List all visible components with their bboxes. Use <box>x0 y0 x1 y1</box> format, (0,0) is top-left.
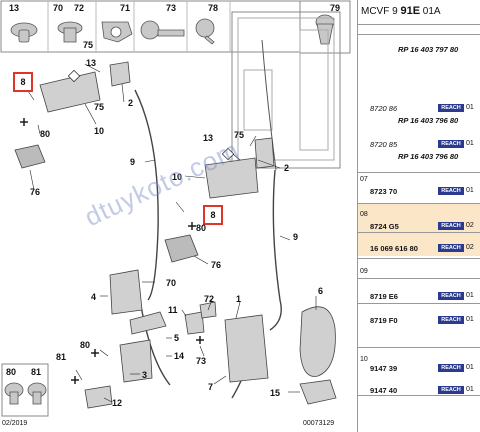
callout-75: 75 <box>94 102 105 112</box>
row-separator <box>358 347 480 348</box>
quantity-code: 01 <box>466 187 474 194</box>
thumb-label-71: 71 <box>120 3 131 13</box>
part-reference[interactable]: 8719 F0 <box>370 316 398 325</box>
callout-1: 1 <box>236 294 242 304</box>
quantity-code: 02 <box>466 222 474 229</box>
row-separator <box>358 34 480 35</box>
thumb-label-75: 75 <box>83 40 94 50</box>
thumb-label-80: 80 <box>6 367 17 377</box>
parts-list-panel: MCVF 9 91E 01A RP 16 403 797 80 8720 86 RE… <box>357 0 480 432</box>
reach-badge[interactable]: REACH <box>438 104 464 112</box>
callout-10-b: 10 <box>172 172 183 182</box>
row-separator <box>358 203 480 204</box>
callout-13-b: 13 <box>203 133 214 143</box>
callout-2: 2 <box>128 98 134 108</box>
reach-badge[interactable]: REACH <box>438 292 464 300</box>
group-number: 09 <box>360 268 368 275</box>
callout-13: 13 <box>86 58 97 68</box>
callout-6: 6 <box>318 286 324 296</box>
callout-15: 15 <box>270 388 281 398</box>
callout-3: 3 <box>142 370 148 380</box>
callout-80-b: 80 <box>196 223 207 233</box>
group-number: 07 <box>360 176 368 183</box>
group-number: 10 <box>360 356 368 363</box>
reach-badge[interactable]: REACH <box>438 244 464 252</box>
footer-code: 00073129 <box>303 420 335 427</box>
reach-badge[interactable]: REACH <box>438 364 464 372</box>
callout-8-highlighted[interactable]: 8 <box>13 72 33 92</box>
thumb-label-13: 13 <box>9 3 20 13</box>
callout-81: 81 <box>56 352 67 362</box>
part-reference[interactable]: 8720 85 <box>370 140 398 149</box>
reach-badge[interactable]: REACH <box>438 386 464 394</box>
callout-14: 14 <box>174 351 185 361</box>
callout-76-b: 76 <box>211 260 222 270</box>
quantity-code: 01 <box>466 292 474 299</box>
parts-diagram: 13 70 72 71 73 78 75 79 80 81 8 13 75 2 … <box>0 0 351 427</box>
callout-75-b: 75 <box>234 130 245 140</box>
part-reference[interactable]: RP 16 403 797 80 <box>398 45 459 54</box>
callout-11: 11 <box>168 305 178 315</box>
callout-5: 5 <box>174 333 180 343</box>
quantity-code: 01 <box>466 316 474 323</box>
part-reference[interactable]: 8720 86 <box>370 104 398 113</box>
part-reference[interactable]: 8723 70 <box>370 187 398 196</box>
quantity-code: 02 <box>466 244 474 251</box>
callout-4: 4 <box>91 292 97 302</box>
header-prefix: MCVF 9 <box>361 6 401 17</box>
quantity-code: 01 <box>466 140 474 147</box>
callout-80-c: 80 <box>80 340 91 350</box>
thumb-label-78: 78 <box>208 3 219 13</box>
group-number: 08 <box>360 211 368 218</box>
part-reference[interactable]: RP 16 403 796 80 <box>398 116 459 125</box>
reach-badge[interactable]: REACH <box>438 140 464 148</box>
thumb-label-70: 70 <box>53 3 64 13</box>
part-reference[interactable]: 9147 40 <box>370 386 398 395</box>
callout-72: 72 <box>204 294 215 304</box>
footer-date: 02/2019 <box>2 420 28 427</box>
callout-73: 73 <box>196 356 207 366</box>
row-separator <box>358 278 480 279</box>
row-separator <box>358 395 480 396</box>
callout-8-highlighted-b[interactable]: 8 <box>203 205 223 225</box>
reach-badge[interactable]: REACH <box>438 222 464 230</box>
quantity-code: 01 <box>466 386 474 393</box>
thumb-label-81: 81 <box>31 367 42 377</box>
callout-9: 9 <box>130 157 136 167</box>
row-separator <box>358 232 480 233</box>
thumb-label-73: 73 <box>166 3 177 13</box>
quantity-code: 01 <box>466 104 474 111</box>
callout-76: 76 <box>30 187 41 197</box>
callout-70: 70 <box>166 278 177 288</box>
callout-80: 80 <box>40 129 51 139</box>
quantity-code: 01 <box>466 364 474 371</box>
thumb-label-79: 79 <box>330 3 341 13</box>
reach-badge[interactable]: REACH <box>438 316 464 324</box>
part-reference[interactable]: RP 16 403 796 80 <box>398 152 459 161</box>
header-suffix: 01A <box>420 6 441 17</box>
header-bold: 91E <box>400 5 421 17</box>
callout-2-b: 2 <box>284 163 290 173</box>
diagram-drawing <box>0 0 351 417</box>
part-reference[interactable]: 9147 39 <box>370 364 398 373</box>
reach-badge[interactable]: REACH <box>438 187 464 195</box>
part-reference[interactable]: 8724 G5 <box>370 222 399 231</box>
callout-10: 10 <box>94 126 105 136</box>
row-separator <box>358 258 480 259</box>
callout-9-b: 9 <box>293 232 299 242</box>
row-separator <box>358 303 480 304</box>
row-separator <box>358 172 480 173</box>
panel-header: MCVF 9 91E 01A <box>358 0 480 25</box>
callout-7: 7 <box>208 382 214 392</box>
part-reference[interactable]: 16 069 616 80 <box>370 244 418 253</box>
part-reference[interactable]: 8719 E6 <box>370 292 398 301</box>
callout-12: 12 <box>112 398 123 408</box>
thumb-label-72: 72 <box>74 3 85 13</box>
